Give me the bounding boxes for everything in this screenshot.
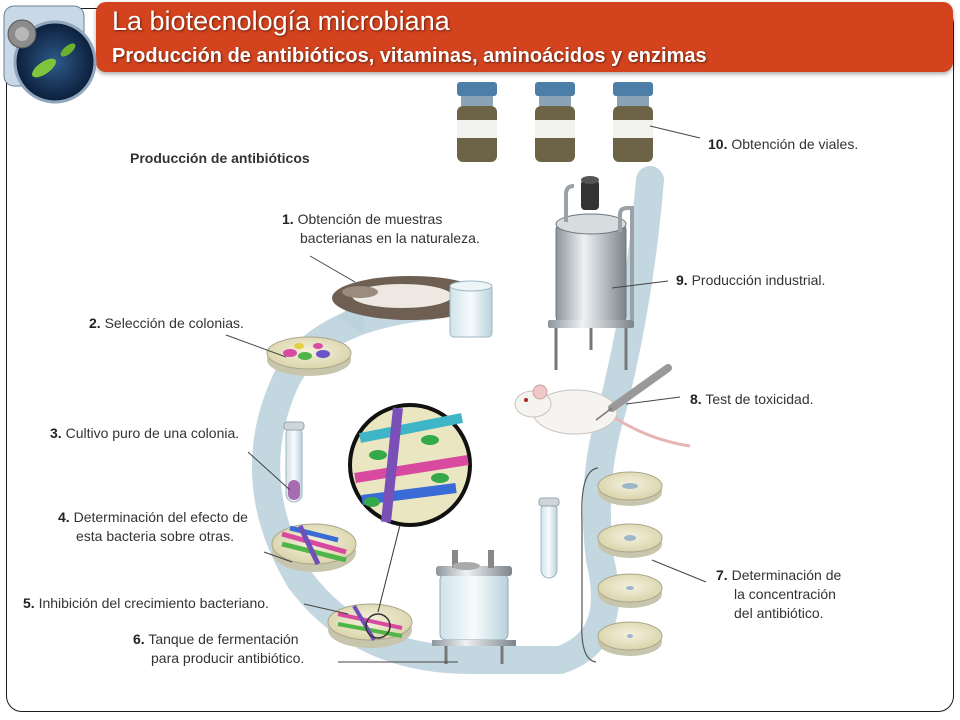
step-4-line2: esta bacteria sobre otras. <box>76 528 234 544</box>
step-1-line2: bacterianas en la naturaleza. <box>300 230 480 246</box>
step-1-line1: Obtención de muestras <box>297 211 443 227</box>
test-tube-2 <box>538 497 560 579</box>
colony-dish <box>266 336 352 376</box>
step-5-line1: Inhibición del crecimiento bacteriano. <box>38 595 269 611</box>
step-7-label: 7. Determinación de la concentración del… <box>716 566 841 623</box>
step-1-num: 1. <box>282 211 294 227</box>
slide-title: La biotecnología microbiana <box>112 6 450 36</box>
step-4-num: 4. <box>58 509 70 525</box>
step-3-label: 3. Cultivo puro de una colonia. <box>50 424 239 443</box>
step-1-label: 1. Obtención de muestras bacterianas en … <box>282 210 480 248</box>
step-2-line1: Selección de colonias. <box>104 315 244 331</box>
soil-sample <box>332 276 493 338</box>
step-9-label: 9. Producción industrial. <box>676 271 825 290</box>
step-5-num: 5. <box>23 595 35 611</box>
microbe-logo-icon <box>3 5 97 104</box>
test-tube <box>283 421 305 503</box>
step-9-num: 9. <box>676 272 688 288</box>
step-8-line1: Test de toxicidad. <box>705 391 814 407</box>
step-10-line1: Obtención de viales. <box>731 136 859 152</box>
step-3-line1: Cultivo puro de una colonia. <box>65 425 240 441</box>
fermentation-tank <box>432 550 516 664</box>
industrial-tank <box>548 176 634 370</box>
step-7-line1: Determinación de <box>731 567 842 583</box>
vials <box>457 82 653 162</box>
slide-subtitle: Producción de antibióticos, vitaminas, a… <box>112 45 707 67</box>
step-6-num: 6. <box>133 631 145 647</box>
magnified-view <box>348 403 472 613</box>
step-4-line1: Determinación del efecto de <box>73 509 248 525</box>
step-4-label: 4. Determinación del efecto de esta bact… <box>58 508 248 546</box>
step-9-line1: Producción industrial. <box>691 272 826 288</box>
step-10-num: 10. <box>708 136 728 152</box>
step-2-num: 2. <box>89 315 101 331</box>
title-banner <box>96 2 953 72</box>
step-8-label: 8. Test de toxicidad. <box>690 390 814 409</box>
step-7-num: 7. <box>716 567 728 583</box>
section-title: Producción de antibióticos <box>130 150 310 166</box>
step-6-line1: Tanque de fermentación <box>148 631 299 647</box>
step-3-num: 3. <box>50 425 62 441</box>
step-6-line2: para producir antibiótico. <box>151 650 305 666</box>
step-7-line3: del antibiótico. <box>734 605 824 621</box>
step-8-num: 8. <box>690 391 702 407</box>
step-10-label: 10. Obtención de viales. <box>708 135 858 154</box>
leader-lines <box>225 125 707 663</box>
streak-dish <box>271 523 357 572</box>
step-2-label: 2. Selección de colonias. <box>89 314 244 333</box>
mouse-syringe <box>514 364 691 448</box>
step-6-label: 6. Tanque de fermentación para producir … <box>133 630 304 668</box>
concentration-dishes <box>581 467 663 663</box>
step-7-line2: la concentración <box>734 586 836 602</box>
inhibition-dish <box>327 603 413 648</box>
step-5-label: 5. Inhibición del crecimiento bacteriano… <box>23 594 269 613</box>
